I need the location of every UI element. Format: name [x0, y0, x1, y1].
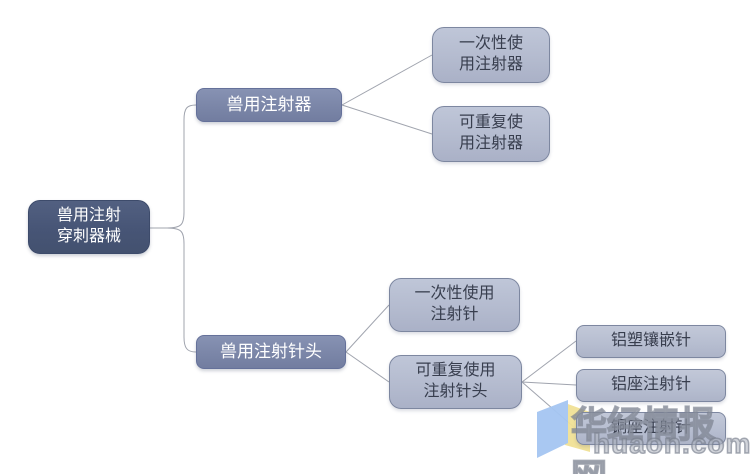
connector-reusable-to-al-seat [521, 381, 577, 386]
node-needle: 兽用注射针头 [196, 335, 346, 369]
node-syringe-disposable-label: 一次性使 用注射器 [458, 35, 523, 73]
connector-root-to-needle [166, 227, 197, 353]
connector-needle-to-disposable [345, 304, 390, 353]
node-needle-al-seat: 铝座注射针 [576, 369, 726, 402]
connector-root-to-syringe [166, 104, 197, 229]
node-needle-cu-seat: 铜座注射针 [576, 412, 726, 445]
node-syringe-label: 兽用注射器 [226, 94, 312, 114]
node-needle-cu-seat-label: 铜座注射针 [610, 419, 691, 437]
node-needle-al-seat-label: 铝座注射针 [610, 376, 691, 394]
connector-syringe-to-disposable [341, 54, 433, 106]
logo-blue-shape [537, 400, 568, 458]
node-syringe-disposable: 一次性使 用注射器 [432, 27, 550, 83]
connector-needle-to-reusable [345, 351, 390, 383]
node-needle-disposable: 一次性使用 注射针 [389, 278, 520, 332]
node-needle-disposable-label: 一次性使用 注射针 [414, 285, 495, 323]
connector-reusable-to-al-plastic [521, 340, 577, 383]
node-root-label: 兽用注射 穿刺器械 [56, 207, 121, 245]
node-needle-reusable-label: 可重复使用 注射针头 [415, 362, 496, 400]
node-root: 兽用注射 穿刺器械 [28, 200, 150, 254]
node-syringe: 兽用注射器 [196, 88, 342, 122]
node-needle-reusable: 可重复使用 注射针头 [389, 355, 522, 409]
node-syringe-reusable: 可重复使 用注射器 [432, 106, 550, 162]
node-needle-al-plastic-label: 铝塑镶嵌针 [610, 332, 691, 350]
node-needle-al-plastic: 铝塑镶嵌针 [576, 325, 726, 358]
node-needle-label: 兽用注射针头 [220, 341, 322, 361]
node-syringe-reusable-label: 可重复使 用注射器 [458, 114, 523, 152]
connector-syringe-to-reusable [341, 104, 433, 135]
